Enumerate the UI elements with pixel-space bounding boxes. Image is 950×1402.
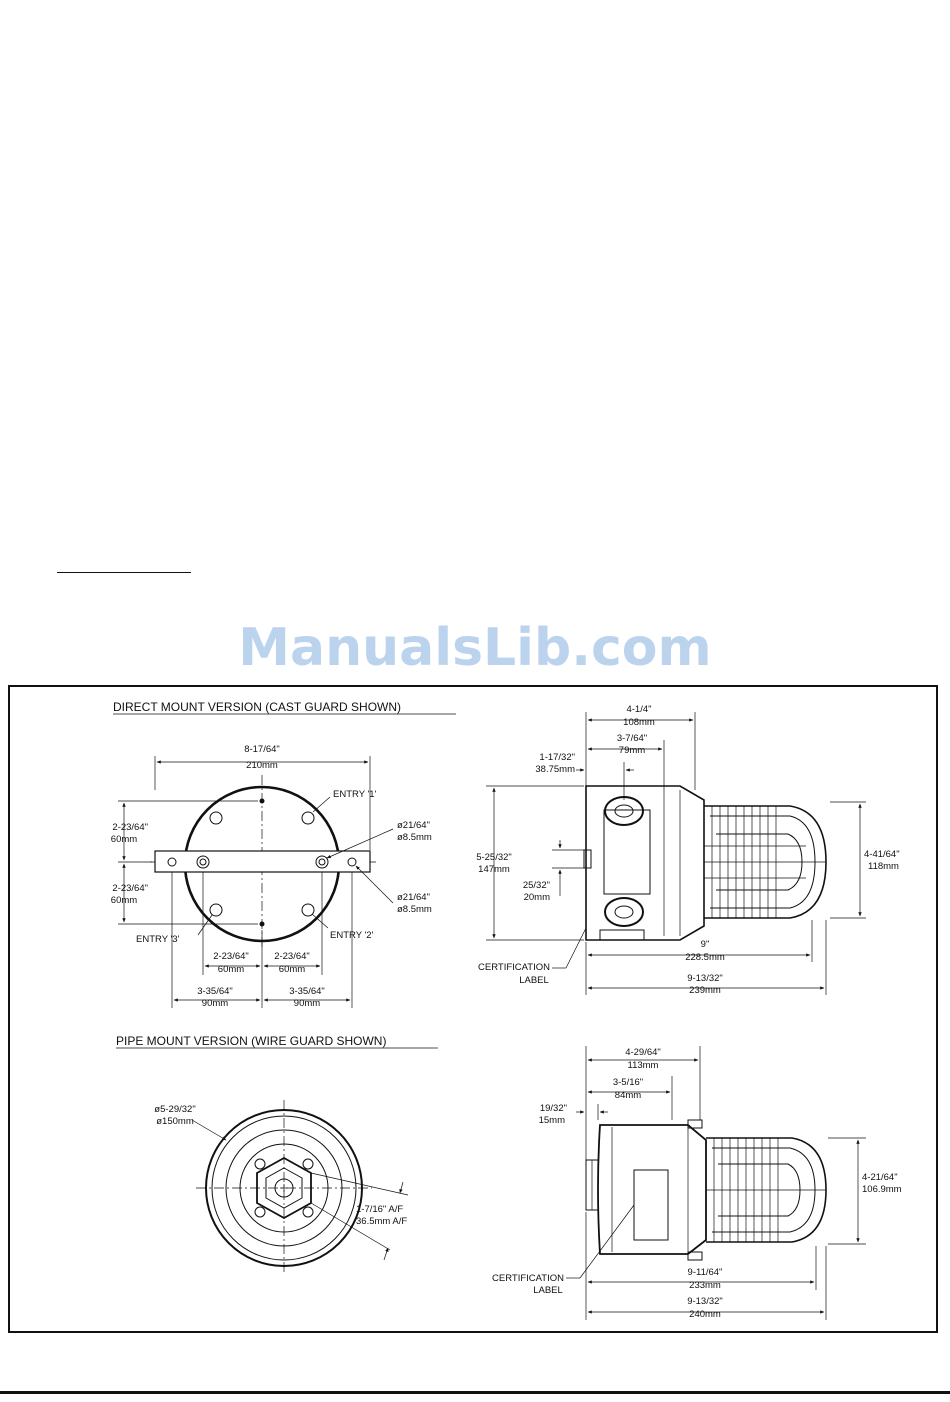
ds-d1-in: 4-1/4" xyxy=(626,704,651,715)
pipe-mount-side-view: 4-29/64" 113mm 3-5/16" 84mm 19/32" 15mm xyxy=(492,1046,902,1320)
dm-h-right-in: 2-23/64" xyxy=(274,951,310,962)
dm-width-in: 8-17/64" xyxy=(244,744,280,755)
ps-d3-in: 19/32" xyxy=(540,1103,567,1114)
ds-height-in: 5-25/32" xyxy=(476,852,512,863)
ds-offset-mm: 20mm xyxy=(524,892,550,903)
ps-cert-line1: CERTIFICATION xyxy=(492,1273,564,1284)
pm-af-mm: 36.5mm A/F xyxy=(356,1216,407,1227)
ds-len1-mm: 228.5mm xyxy=(685,952,725,963)
dm-v-lower-mm: 60mm xyxy=(111,895,137,906)
dm-v-lower-in: 2-23/64" xyxy=(112,883,148,894)
ds-offset-in: 25/32" xyxy=(523,880,550,891)
ds-cert-line2: LABEL xyxy=(519,975,549,986)
ps-len1-mm: 233mm xyxy=(689,1280,721,1291)
ps-right-mm: 106.9mm xyxy=(862,1184,902,1195)
watermark: ManualsLib.com xyxy=(238,618,712,678)
pipe-mount-front-view: PIPE MOUNT VERSION (WIRE GUARD SHOWN) ø5… xyxy=(116,1034,438,1275)
ps-d1-mm: 113mm xyxy=(628,1060,659,1071)
dm-entry3-label: ENTRY '3' xyxy=(136,934,180,945)
ps-d3-mm: 15mm xyxy=(539,1115,565,1126)
ds-cert-line1: CERTIFICATION xyxy=(478,962,550,973)
ds-d3-mm: 38.75mm xyxy=(535,764,575,775)
ps-d2-in: 3-5/16" xyxy=(613,1077,643,1088)
ds-right-in: 4-41/64" xyxy=(864,849,900,860)
ps-d1-in: 4-29/64" xyxy=(625,1047,661,1058)
ds-d1-mm: 108mm xyxy=(623,717,655,728)
ds-d3-in: 1-17/32" xyxy=(539,752,575,763)
ds-len1-in: 9" xyxy=(701,939,710,950)
dm-h-left-in: 2-23/64" xyxy=(213,951,249,962)
ds-d2-in: 3-7/64" xyxy=(617,733,647,744)
dm-entry1-label: ENTRY '1' xyxy=(333,789,377,800)
ps-len2-in: 9-13/32" xyxy=(687,1296,723,1307)
bottom-rule xyxy=(0,1391,950,1394)
ps-d2-mm: 84mm xyxy=(615,1090,641,1101)
pm-dia-in: ø5-29/32" xyxy=(154,1104,195,1115)
dm-v-upper-in: 2-23/64" xyxy=(112,822,148,833)
ds-len2-in: 9-13/32" xyxy=(687,973,723,984)
ps-len2-mm: 240mm xyxy=(689,1309,721,1320)
ds-right-mm: 118mm xyxy=(868,861,899,872)
dm-hole-bot-mm: ø8.5mm xyxy=(397,904,432,915)
dm-h-right-mm: 60mm xyxy=(279,964,305,975)
ps-len1-in: 9-11/64" xyxy=(688,1267,723,1278)
pm-af-in: 1-7/16" A/F xyxy=(356,1204,403,1215)
pm-dia-mm: ø150mm xyxy=(156,1116,194,1127)
ps-right-in: 4-21/64" xyxy=(862,1172,898,1183)
pipe-mount-title: PIPE MOUNT VERSION (WIRE GUARD SHOWN) xyxy=(116,1034,386,1048)
dm-h-left-mm: 60mm xyxy=(218,964,244,975)
dm-b-left-in: 3-35/64" xyxy=(197,986,233,997)
ps-cert-line2: LABEL xyxy=(533,1285,563,1296)
dm-b-right-mm: 90mm xyxy=(294,998,320,1009)
direct-mount-front-view: DIRECT MOUNT VERSION (CAST GUARD SHOWN) … xyxy=(111,700,456,1009)
dm-hole-top-mm: ø8.5mm xyxy=(397,832,432,843)
dm-width-mm: 210mm xyxy=(246,760,278,771)
dm-v-upper-mm: 60mm xyxy=(111,834,137,845)
direct-mount-side-view: 4-1/4" 108mm 3-7/64" 79mm 1-17/32" 38.75… xyxy=(476,704,899,996)
ds-len2-mm: 239mm xyxy=(689,985,721,996)
dm-hole-bot-in: ø21/64" xyxy=(397,892,430,903)
figure-frame xyxy=(8,685,938,1333)
dm-b-left-mm: 90mm xyxy=(202,998,228,1009)
direct-mount-title: DIRECT MOUNT VERSION (CAST GUARD SHOWN) xyxy=(113,700,401,714)
dm-b-right-in: 3-35/64" xyxy=(289,986,325,997)
ds-d2-mm: 79mm xyxy=(619,745,645,756)
underline-rule xyxy=(57,572,191,573)
dm-hole-top-in: ø21/64" xyxy=(397,820,430,831)
ds-height-mm: 147mm xyxy=(478,864,510,875)
